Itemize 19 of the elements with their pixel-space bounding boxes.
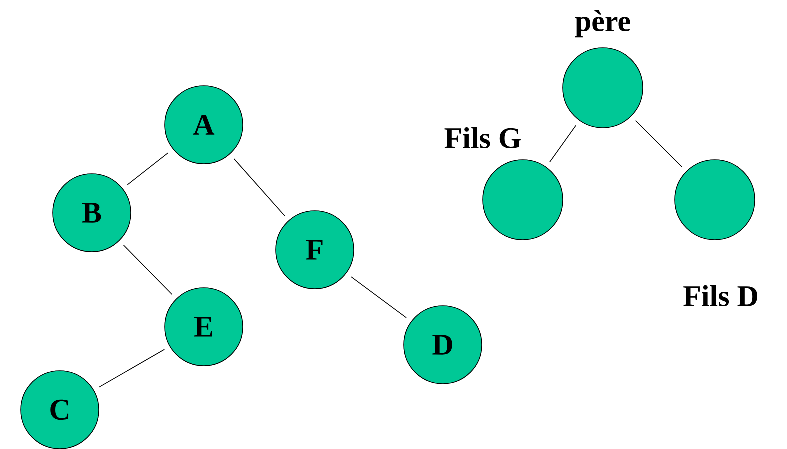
node-label: père xyxy=(575,10,630,38)
node-label: Fils G xyxy=(444,127,521,149)
tree-node: Fils G xyxy=(444,127,564,240)
edge-line xyxy=(550,125,576,163)
tree-node: Fils D xyxy=(674,160,758,307)
edge-line xyxy=(123,244,173,295)
tree-node: B xyxy=(52,174,132,252)
edge-line xyxy=(351,276,407,318)
edge-line xyxy=(234,158,286,216)
edge-line xyxy=(127,152,169,186)
edge-line xyxy=(635,120,683,168)
tree-node: D xyxy=(404,306,482,384)
tree-node: père xyxy=(562,10,644,128)
tree-node: F xyxy=(276,210,354,290)
edge-line xyxy=(98,349,166,388)
node-label: Fils D xyxy=(684,285,758,307)
tree-node: E xyxy=(164,288,244,366)
tree-node: A xyxy=(164,86,244,164)
tree-node: C xyxy=(20,370,100,449)
